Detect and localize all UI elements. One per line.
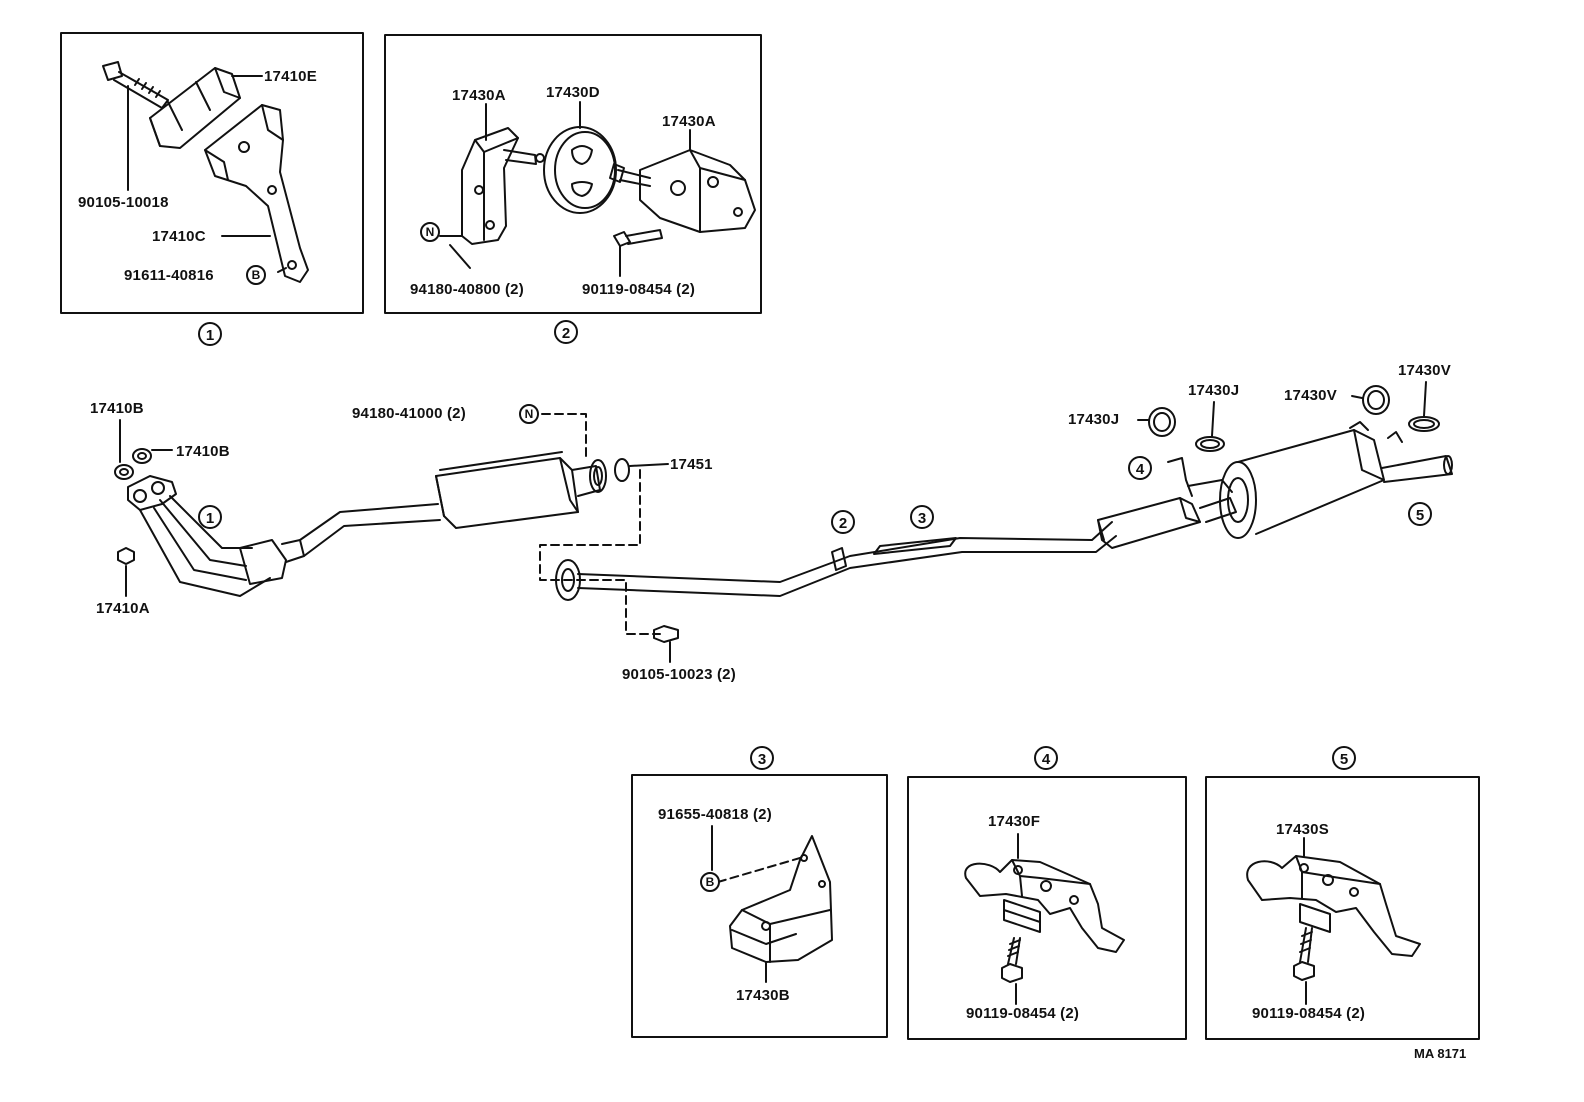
center-tail-pipe (555, 381, 1453, 663)
inset-box-2 (384, 34, 762, 314)
inset-box-1 (60, 32, 364, 314)
inset-3-bracket (711, 825, 833, 983)
front-muffler (435, 413, 669, 635)
inset-2-hanger-assembly (439, 101, 756, 277)
front-exhaust-pipe (114, 419, 441, 597)
inset-1-bracket-assembly (102, 61, 309, 283)
inset-4-bracket (964, 833, 1125, 1005)
inset-5-bracket (1246, 837, 1421, 1005)
inset-box-5 (1205, 776, 1480, 1040)
inset-box-4 (907, 776, 1187, 1040)
inset-box-3 (631, 774, 888, 1038)
